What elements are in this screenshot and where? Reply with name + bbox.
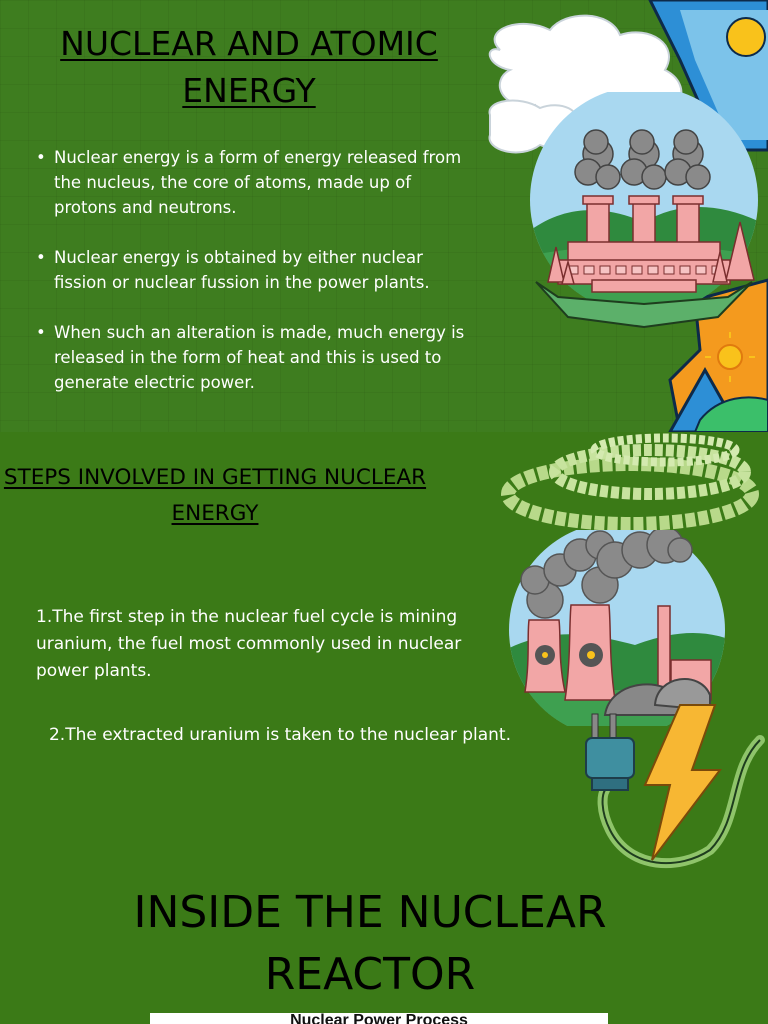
step-text: The first step in the nuclear fuel cycle… [36, 607, 462, 681]
bullet-item: • Nuclear energy is a form of energy rele… [32, 145, 472, 220]
power-plant-illustration [530, 92, 758, 329]
step-1: 1.The first step in the nuclear fuel cyc… [36, 604, 476, 685]
cloud-swirl [501, 433, 759, 531]
bullet-item: • When such an alteration is made, much e… [32, 320, 472, 395]
slide-nuclear-atomic-energy: NUCLEAR AND ATOMIC ENERGY • Nuclear energ… [0, 0, 768, 432]
sun-icon [726, 17, 766, 57]
bullet-marker: • [36, 248, 46, 267]
step-2: 2.The extracted uranium is taken to the … [40, 722, 520, 749]
step-number: 1. [36, 607, 53, 627]
process-card: Nuclear Power Process [150, 1012, 608, 1024]
steps-title: STEPS INVOLVED IN GETTING NUCLEAR ENERGY [3, 465, 427, 526]
bullet-text: Nuclear energy is a form of energy relea… [54, 148, 462, 217]
slide-title: NUCLEAR AND ATOMIC ENERGY [60, 24, 438, 110]
reactor-title: INSIDE THE NUCLEAR REACTOR [133, 887, 607, 1000]
plug-and-bolt-illustration [585, 704, 765, 869]
process-card-caption: Nuclear Power Process [290, 1012, 468, 1024]
bullet-marker: • [36, 323, 46, 342]
step-number: 2. [48, 725, 66, 745]
cooling-tower-illustration [509, 530, 725, 726]
plug-icon [585, 713, 635, 791]
bullet-item: • Nuclear energy is obtained by either nu… [32, 245, 472, 295]
bullet-text: Nuclear energy is obtained by either nuc… [54, 248, 430, 292]
lightning-bolt-icon [643, 704, 723, 861]
step-text: The extracted uranium is taken to the nu… [65, 725, 511, 745]
bullet-marker: • [36, 148, 46, 167]
bullet-list: • Nuclear energy is a form of energy rele… [32, 145, 472, 420]
bullet-text: When such an alteration is made, much en… [54, 323, 465, 392]
